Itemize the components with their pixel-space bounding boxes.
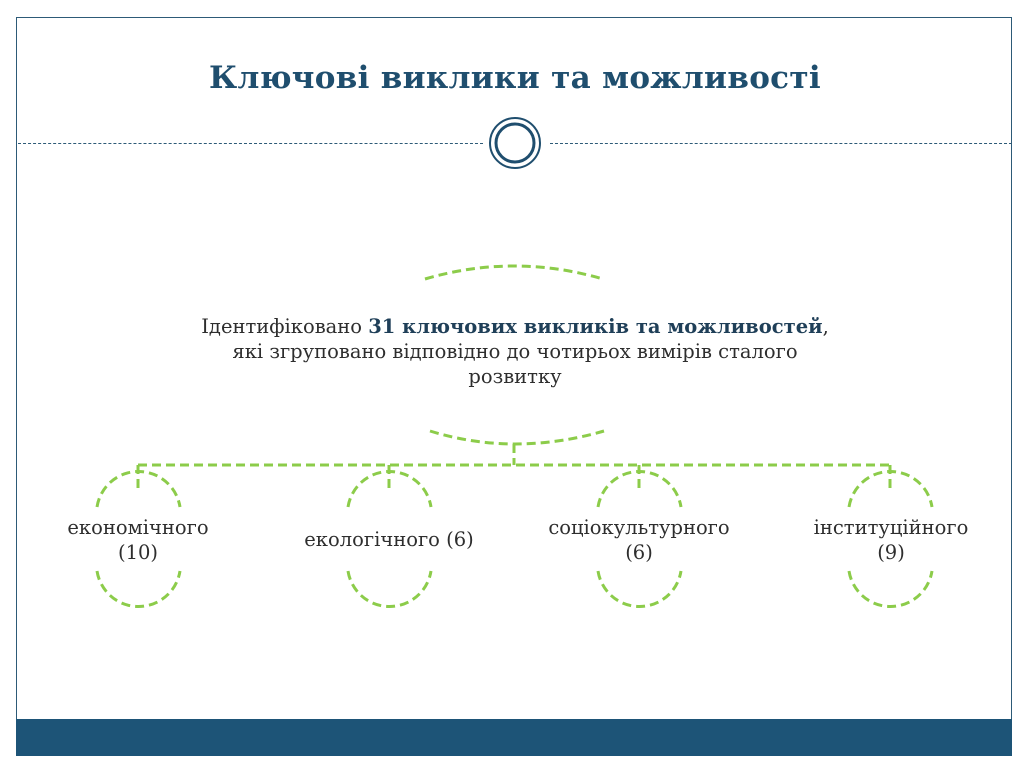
economic-node-top-arc — [95, 470, 182, 508]
dimension-ecological-label: екологічного (6) — [304, 528, 474, 551]
sociocultural-node-bottom-arc — [596, 570, 683, 608]
title-divider-left — [18, 143, 483, 144]
central-statement-prefix: Ідентифіковано — [201, 315, 369, 338]
center-node-bottom-arc — [429, 429, 605, 446]
dimension-institutional-label: інституційного (9) — [813, 516, 969, 564]
central-statement-highlight: 31 ключових викликів та можливостей — [368, 315, 823, 338]
slide-title: Ключові виклики та можливості — [209, 60, 821, 96]
footer-bar — [16, 719, 1012, 756]
dimension-sociocultural-label: соціокультурного (6) — [548, 516, 730, 564]
central-statement-suffix: , які згруповано відповідно до чотирьох … — [232, 315, 829, 388]
title-divider-right — [550, 143, 1012, 144]
sociocultural-node-top-arc — [596, 470, 683, 508]
circle-ornament-icon — [489, 117, 541, 169]
ecological-node-bottom-arc — [346, 570, 433, 608]
ecological-node-top-arc — [346, 470, 433, 508]
center-node-top-arc — [424, 264, 604, 281]
central-statement: Ідентифіковано 31 ключових викликів та м… — [185, 314, 845, 389]
dimension-economic-label: економічного (10) — [67, 516, 209, 564]
institutional-node-bottom-arc — [847, 570, 934, 608]
institutional-node-top-arc — [847, 470, 934, 508]
economic-node-bottom-arc — [95, 570, 182, 608]
